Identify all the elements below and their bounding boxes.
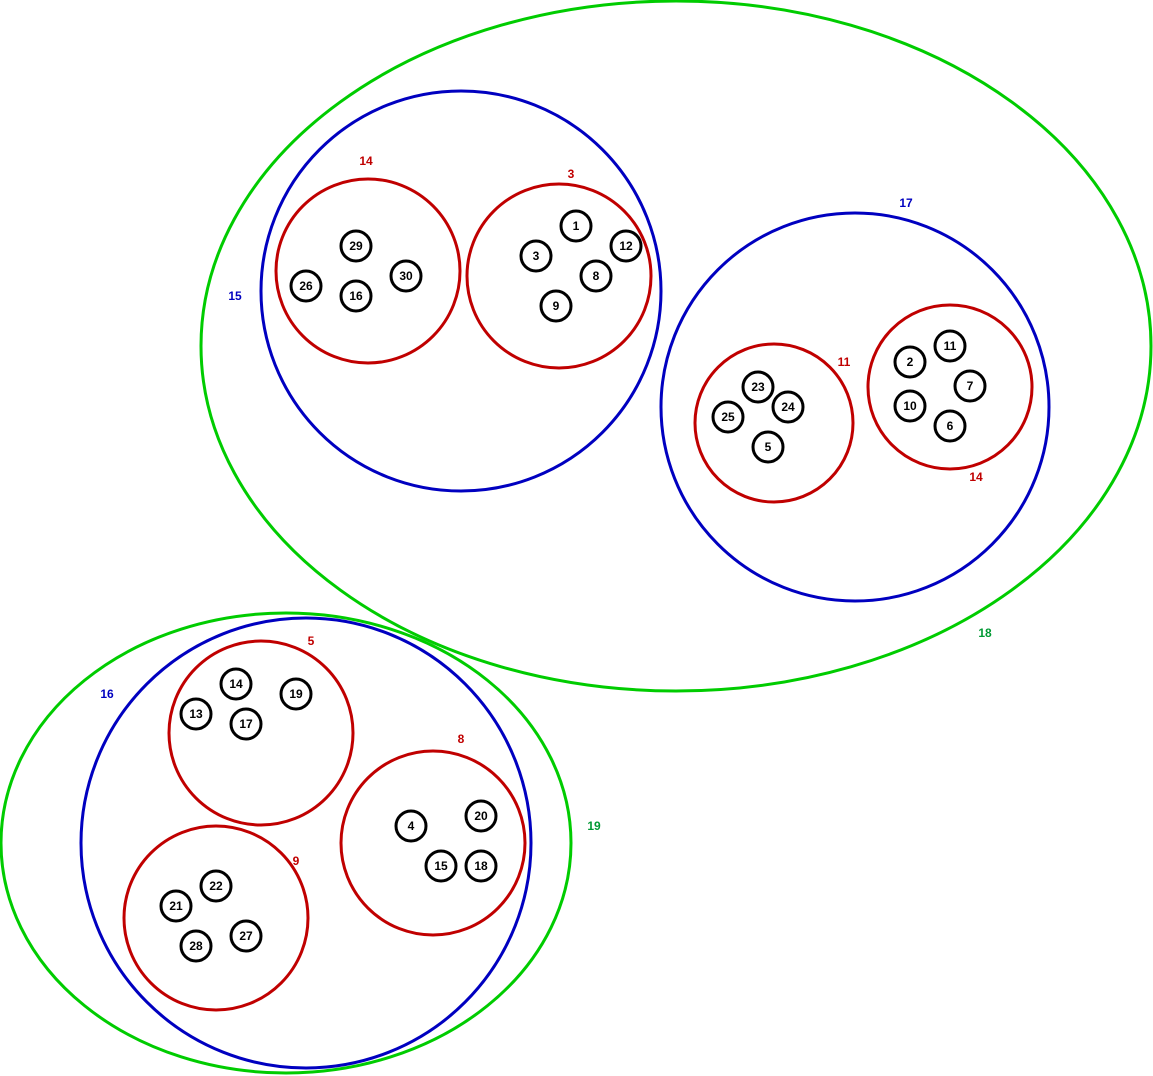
svg-text:15: 15 [434,859,448,873]
group-outline-8 [339,749,527,937]
group-label-11: 11 [838,355,851,369]
group-outline-18 [199,0,1153,693]
node: 25 [711,400,745,434]
node: 2 [893,345,927,379]
group-label-3: 3 [568,167,575,181]
group-label-19: 19 [587,819,601,833]
svg-text:23: 23 [751,380,765,394]
svg-text:10: 10 [903,399,917,413]
svg-text:25: 25 [721,410,735,424]
node: 10 [893,389,927,423]
svg-text:20: 20 [474,809,488,823]
svg-text:7: 7 [967,379,974,393]
svg-text:2: 2 [907,355,914,369]
group-outline-5 [167,639,355,827]
svg-text:21: 21 [169,899,183,913]
group-outline-11 [693,342,855,504]
svg-text:3: 3 [533,249,540,263]
node: 29 [339,229,373,263]
node: 6 [933,409,967,443]
node: 27 [229,919,263,953]
svg-text:16: 16 [349,289,363,303]
node: 18 [464,849,498,883]
svg-text:9: 9 [553,299,560,313]
node: 24 [771,390,805,424]
node: 7 [953,369,987,403]
node: 16 [339,279,373,313]
node: 9 [539,289,573,323]
node: 17 [229,707,263,741]
node: 5 [751,430,785,464]
group-outline-17 [659,211,1051,603]
node: 12 [609,229,643,263]
node: 1 [559,209,593,243]
node: 8 [579,259,613,293]
svg-text:4: 4 [408,819,415,833]
node: 30 [389,259,423,293]
svg-text:19: 19 [289,687,303,701]
svg-text:29: 29 [349,239,363,253]
svg-text:14: 14 [229,677,243,691]
svg-text:27: 27 [239,929,253,943]
node: 13 [179,697,213,731]
group-outline-14a [274,177,462,365]
group-outline-16 [79,616,533,1070]
node: 21 [159,889,193,923]
node: 11 [933,329,967,363]
node: 28 [179,929,213,963]
node: 20 [464,799,498,833]
svg-text:17: 17 [239,717,253,731]
svg-text:1: 1 [573,219,580,233]
group-label-17: 17 [899,196,913,210]
svg-text:13: 13 [189,707,203,721]
group-outline-15 [259,89,663,493]
node: 26 [289,269,323,303]
group-label-18: 18 [978,626,992,640]
svg-text:11: 11 [944,339,957,353]
group-outline-19 [0,611,573,1075]
node: 3 [519,239,553,273]
group-outline-9 [122,824,310,1012]
group-label-14a: 14 [359,154,373,168]
svg-text:8: 8 [593,269,600,283]
svg-text:12: 12 [619,239,633,253]
node: 14 [219,667,253,701]
group-label-5: 5 [308,634,315,648]
node: 23 [741,370,775,404]
node: 19 [279,677,313,711]
node: 4 [394,809,428,843]
svg-text:18: 18 [474,859,488,873]
group-label-9: 9 [293,854,300,868]
node: 15 [424,849,458,883]
svg-text:26: 26 [299,279,313,293]
svg-text:5: 5 [765,440,772,454]
node: 22 [199,869,233,903]
group-outline-3 [465,182,653,370]
group-label-8: 8 [458,732,465,746]
svg-text:28: 28 [189,939,203,953]
group-label-14b: 14 [969,470,983,484]
group-label-16: 16 [100,687,114,701]
svg-text:30: 30 [399,269,413,283]
svg-text:24: 24 [781,400,795,414]
svg-text:6: 6 [947,419,954,433]
svg-text:22: 22 [209,879,223,893]
group-outline-14b [866,303,1034,471]
group-label-15: 15 [228,289,242,303]
